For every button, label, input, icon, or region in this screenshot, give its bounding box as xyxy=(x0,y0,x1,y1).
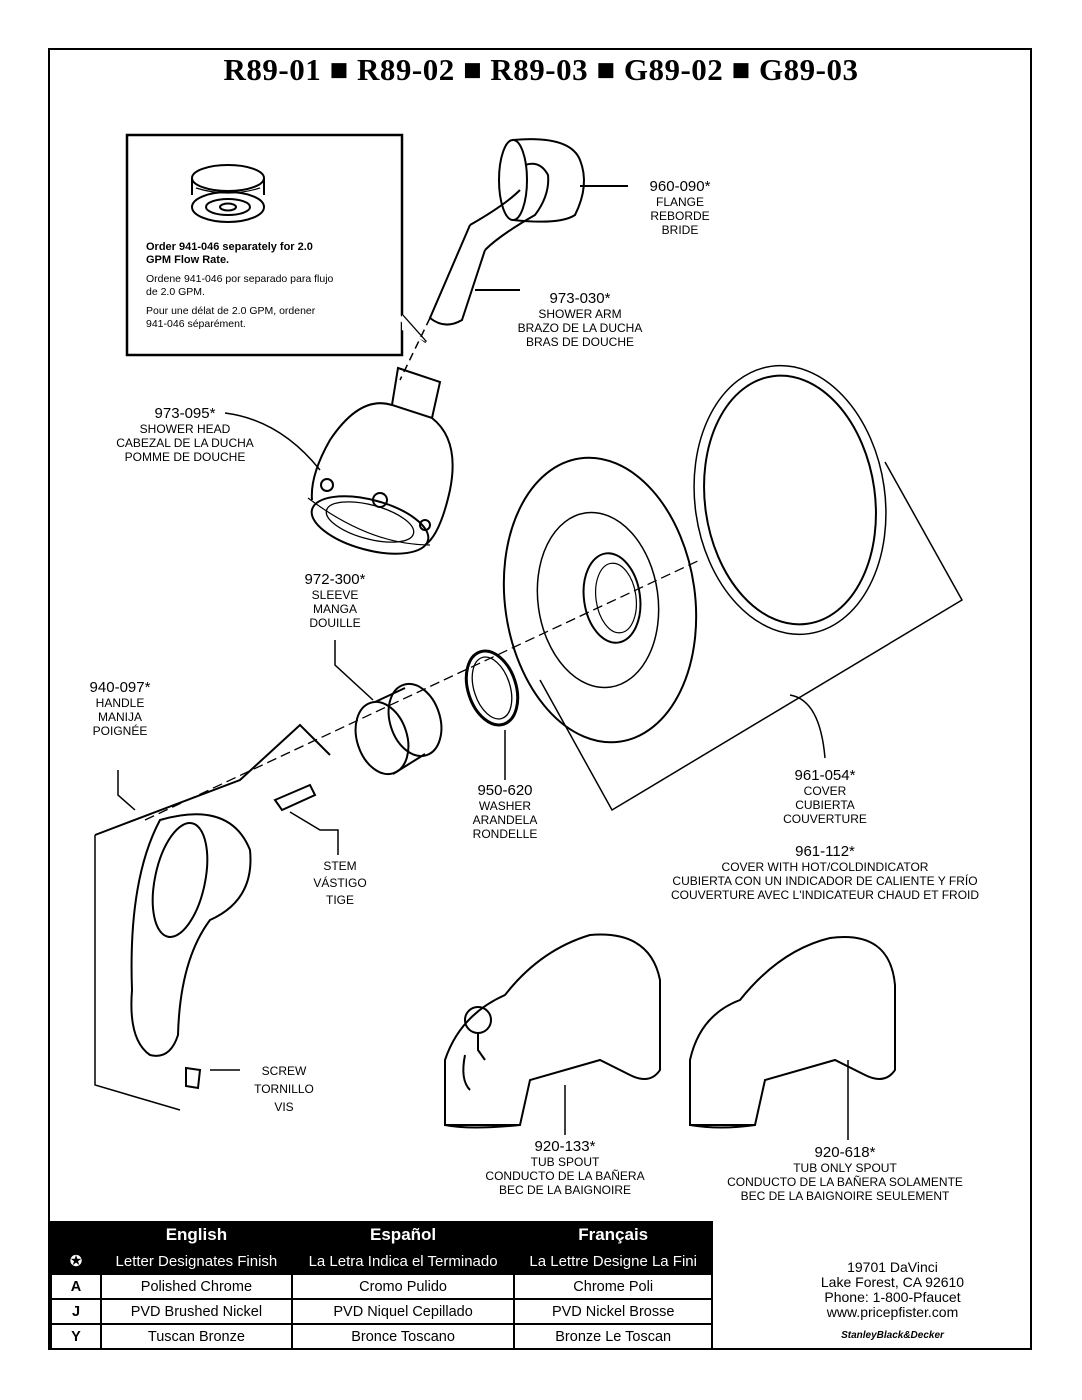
header-english: English xyxy=(100,1221,293,1249)
handle-part xyxy=(94,723,331,1111)
finish-table-language-row: English Español Français xyxy=(50,1221,713,1249)
table-row: Y Tuscan Bronze Bronce Toscano Bronze Le… xyxy=(50,1323,713,1350)
sleeve-part xyxy=(334,640,443,776)
stem-part xyxy=(273,783,339,855)
website-link[interactable]: www.pricepfister.com xyxy=(826,1304,959,1320)
company-address: 19701 DaVinci Lake Forest, CA 92610 Phon… xyxy=(770,1260,1015,1320)
aerator-icon xyxy=(191,164,265,223)
flange-part xyxy=(498,138,628,223)
model-numbers-title: R89-01 ■ R89-02 ■ R89-03 ■ G89-02 ■ G89-… xyxy=(223,52,859,87)
shower-head-part xyxy=(307,366,454,555)
brand-logo: StanleyBlack&Decker xyxy=(841,1330,944,1341)
finish-table: English Español Français ✪ Letter Design… xyxy=(50,1221,713,1350)
cover-plate-part xyxy=(502,364,964,812)
header-espanol: Español xyxy=(290,1221,516,1249)
tub-spout-part xyxy=(444,933,661,1135)
table-row: A Polished Chrome Cromo Pulido Chrome Po… xyxy=(50,1273,713,1300)
table-row: J PVD Brushed Nickel PVD Niquel Cepillad… xyxy=(50,1298,713,1325)
finish-table-subheader-row: ✪ Letter Designates Finish La Letra Indi… xyxy=(50,1247,713,1275)
callout-fr: Pour une délat de 2.0 GPM, ordener 941-0… xyxy=(146,305,316,330)
finish-marker-icon: ✪ xyxy=(50,1247,102,1275)
header-francais: Français xyxy=(513,1221,713,1249)
callout-es: Ordene 941-046 por separado para flujo d… xyxy=(146,273,334,298)
callout-text: Order 941-046 separately for 2.0 GPM Flo… xyxy=(146,241,336,337)
page-border xyxy=(48,48,1032,1350)
washer-part xyxy=(464,649,520,780)
tub-only-spout-part xyxy=(689,936,896,1140)
callout-bold: Order 941-046 separately for 2.0 GPM Flo… xyxy=(146,241,313,266)
